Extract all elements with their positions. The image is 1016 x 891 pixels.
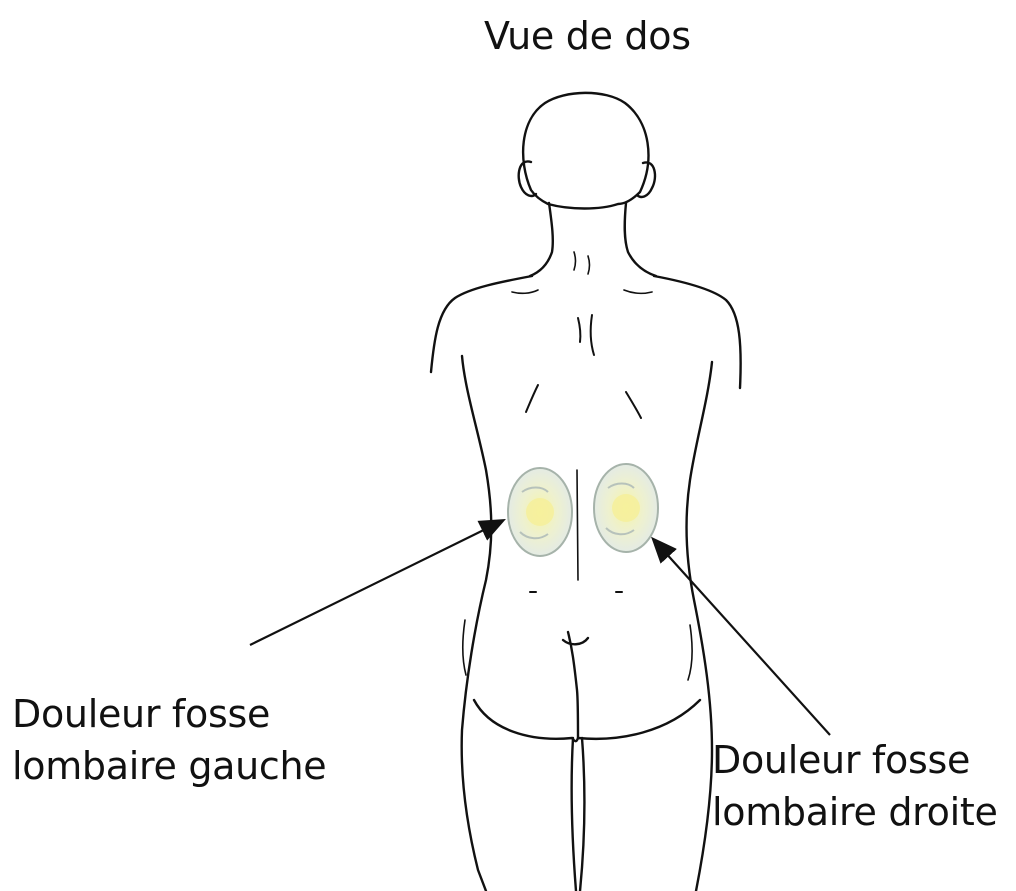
right-inner-leg (580, 738, 584, 891)
label-right-line1: Douleur fosse (712, 734, 998, 786)
left-kidney-icon (508, 468, 572, 556)
scapula-right (626, 392, 641, 418)
label-left-kidney-pain: Douleur fosse lombaire gauche (12, 688, 326, 792)
label-right-kidney-pain: Douleur fosse lombaire droite (712, 734, 998, 838)
diagram-title: Vue de dos (484, 10, 691, 62)
left-shoulder-arm (431, 276, 532, 372)
human-back-figure (431, 93, 741, 891)
upper-back-detail-2 (578, 318, 580, 342)
arrow-right (654, 540, 830, 735)
label-left-line1: Douleur fosse (12, 688, 326, 740)
spine-line (577, 470, 578, 580)
label-left-line2: lombaire gauche (12, 740, 326, 792)
shoulder-blade-right (624, 290, 652, 293)
neck-detail (574, 252, 576, 270)
neck-detail-2 (588, 256, 590, 274)
neck-right (625, 203, 656, 276)
gluteal-cleft (568, 632, 578, 738)
neck-left (530, 203, 553, 276)
right-shoulder-arm (654, 276, 741, 388)
shoulder-blade-left (512, 290, 538, 293)
hip-crease-right (688, 625, 692, 680)
hip-crease-left (463, 620, 466, 675)
lower-back-dimple (563, 638, 588, 644)
left-inner-leg (572, 738, 576, 891)
right-kidney-icon (594, 464, 658, 552)
head-outline (523, 93, 648, 209)
scapula-left (526, 385, 538, 412)
label-right-line2: lombaire droite (712, 786, 998, 838)
buttocks-crease (474, 700, 700, 741)
left-torso-side (462, 356, 492, 891)
upper-back-detail-1 (591, 315, 594, 355)
